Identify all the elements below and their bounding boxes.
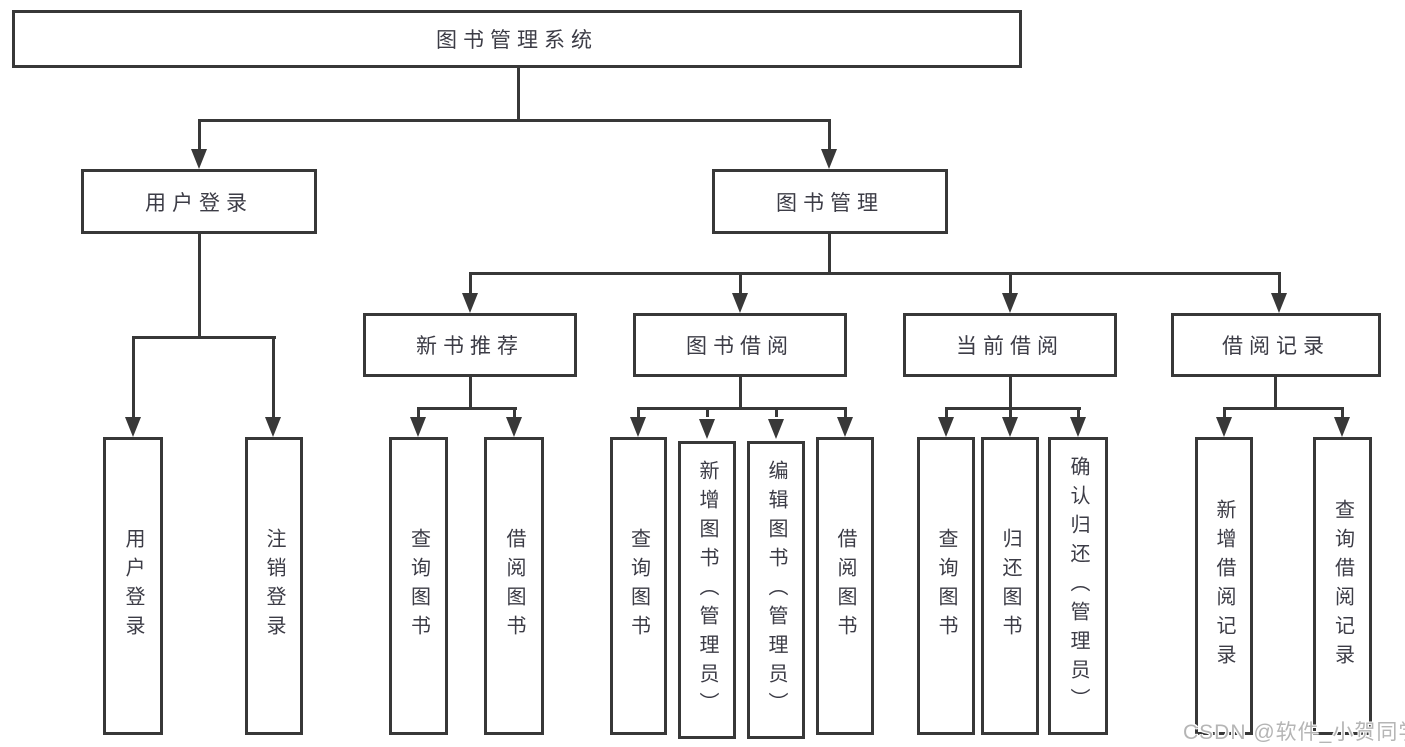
arrow-down-icon [837, 417, 853, 437]
arrow-down-icon [265, 417, 281, 437]
leaf-label: 查询图书 [627, 528, 650, 644]
node-book-management: 图书管理 [712, 169, 948, 234]
leaf-label: 用户登录 [122, 528, 144, 644]
leaf-label: 查询借阅记录 [1331, 499, 1354, 673]
connector-user-login-stub [198, 234, 201, 336]
node-label: 图书借阅 [686, 335, 794, 358]
connector-drop [1009, 407, 1012, 417]
leaf-label: 注销登录 [263, 528, 285, 644]
arrow-down-icon [125, 417, 141, 437]
leaf-label: 借阅图书 [834, 528, 856, 644]
leaf-label: 归还图书 [999, 528, 1021, 644]
connector-drop [417, 407, 420, 417]
node-borrowing-records: 借阅记录 [1171, 313, 1381, 377]
connector-drop [513, 407, 516, 417]
connector-rail [637, 407, 847, 410]
connector-drop [637, 407, 640, 417]
connector-drop [469, 272, 472, 293]
arrow-down-icon [1002, 417, 1018, 437]
node-label: 当前借阅 [956, 335, 1064, 358]
node-label: 新书推荐 [416, 335, 524, 358]
connector-drop-book-mgmt [828, 119, 831, 150]
arrow-down-icon [938, 417, 954, 437]
leaf-label: 借阅图书 [503, 528, 525, 644]
connector-rail [1223, 407, 1344, 410]
connector-drop [272, 336, 275, 417]
leaf-borrow-books: 借阅图书 [816, 437, 874, 735]
leaf-label: 编辑图书（管理员） [765, 459, 787, 721]
arrow-down-icon [699, 419, 715, 439]
connector-root-stub [517, 68, 520, 119]
arrow-down-icon [410, 417, 426, 437]
node-user-login: 用户登录 [81, 169, 317, 234]
node-book-borrowing: 图书借阅 [633, 313, 847, 377]
connector-drop [844, 407, 847, 417]
leaf-add-book-admin: 新增图书（管理员） [678, 441, 736, 739]
connector-level2-rail [198, 119, 831, 122]
arrow-down-icon [1216, 417, 1232, 437]
connector-user-login-rail [132, 336, 276, 339]
node-new-book-recommend: 新书推荐 [363, 313, 577, 377]
leaf-query-books: 查询图书 [917, 437, 975, 735]
arrow-down-icon [768, 419, 784, 439]
connector-level3-rail [469, 272, 1281, 275]
node-label: 借阅记录 [1222, 335, 1330, 358]
node-label: 图书管理系统 [436, 29, 598, 52]
arrow-down-icon [1271, 293, 1287, 313]
leaf-label: 新增图书（管理员） [696, 459, 718, 721]
leaf-logout: 注销登录 [245, 437, 303, 735]
leaf-edit-book-admin: 编辑图书（管理员） [747, 441, 805, 739]
connector-stub [1009, 377, 1012, 407]
leaf-query-borrow-record: 查询借阅记录 [1313, 437, 1372, 735]
connector-stub [1274, 377, 1277, 407]
arrow-down-icon [462, 293, 478, 313]
arrow-down-icon [1002, 293, 1018, 313]
node-current-borrowing: 当前借阅 [903, 313, 1117, 377]
leaf-query-books: 查询图书 [610, 437, 667, 735]
node-label: 用户登录 [145, 191, 253, 215]
leaf-query-books: 查询图书 [389, 437, 448, 735]
arrow-down-icon [191, 149, 207, 169]
connector-drop [1341, 407, 1344, 417]
leaf-label: 确认归还（管理员） [1067, 455, 1089, 717]
arrow-down-icon [1070, 417, 1086, 437]
connector-drop [945, 407, 948, 417]
connector-drop [1009, 272, 1012, 293]
connector-stub [739, 377, 742, 407]
arrow-down-icon [732, 293, 748, 313]
connector-drop [739, 272, 742, 293]
csdn-watermark: CSDN @软件_小贺同学 [1183, 721, 1405, 744]
leaf-label: 查询图书 [935, 528, 957, 644]
connector-book-mgmt-stub [828, 234, 831, 272]
arrow-down-icon [506, 417, 522, 437]
connector-drop [1077, 407, 1080, 417]
node-library-system: 图书管理系统 [12, 10, 1022, 68]
arrow-down-icon [630, 417, 646, 437]
arrow-down-icon [821, 149, 837, 169]
connector-drop [1223, 407, 1226, 417]
leaf-label: 查询图书 [407, 528, 430, 644]
connector-drop [706, 407, 709, 417]
connector-stub [469, 377, 472, 407]
arrow-down-icon [1334, 417, 1350, 437]
connector-drop [775, 407, 778, 417]
leaf-confirm-return-admin: 确认归还（管理员） [1048, 437, 1108, 735]
connector-drop [132, 336, 135, 417]
leaf-borrow-books: 借阅图书 [484, 437, 544, 735]
connector-rail [945, 407, 1081, 410]
connector-rail [417, 407, 517, 410]
node-label: 图书管理 [776, 191, 884, 215]
leaf-user-login: 用户登录 [103, 437, 163, 735]
leaf-add-borrow-record: 新增借阅记录 [1195, 437, 1253, 735]
connector-drop [1278, 272, 1281, 293]
leaf-label: 新增借阅记录 [1213, 499, 1235, 673]
connector-drop-user-login [198, 119, 201, 150]
leaf-return-books: 归还图书 [981, 437, 1039, 735]
